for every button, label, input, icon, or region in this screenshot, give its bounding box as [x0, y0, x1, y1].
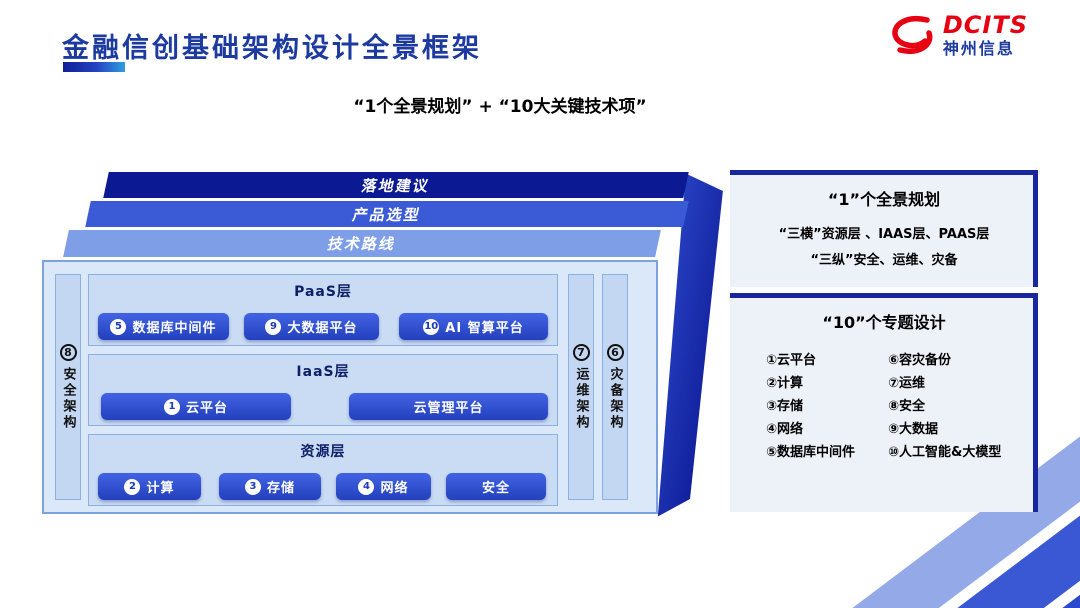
- btn-label: 安全: [481, 481, 510, 496]
- circled-number-10: 10: [423, 318, 440, 335]
- stack-bar-landing-advice: 落地建议: [103, 172, 689, 198]
- strip-label: 运维架构: [573, 366, 589, 431]
- stack-bar-tech-route: 技术路线: [63, 230, 661, 257]
- panel-title: “1”个全景规划: [827, 190, 941, 209]
- logo-text: DCITS 神州信息: [943, 12, 1028, 58]
- section-title: PaaS层: [294, 284, 352, 300]
- circled-number-4: 4: [358, 478, 375, 495]
- topic-item: ⑩人工智能&大模型: [888, 445, 1002, 460]
- strip-security-architecture: 8 安全架构: [55, 274, 81, 500]
- btn-label: 云平台: [185, 401, 228, 416]
- btn-database-middleware: 5 数据库中间件: [98, 313, 229, 340]
- topic-item: ①云平台: [766, 353, 817, 368]
- topic-item: ⑨大数据: [888, 422, 939, 437]
- section-paas-layer: PaaS层 5 数据库中间件 9 大数据平台 10 AI 智算平台: [88, 274, 558, 346]
- planning-line: “三横”资源层 、IAAS层、PAAS层: [778, 227, 990, 242]
- strip-label: 灾备架构: [607, 366, 623, 431]
- section-title: 资源层: [300, 444, 346, 460]
- btn-label: 网络: [380, 481, 409, 496]
- circled-number-7: 7: [572, 343, 590, 361]
- dcits-logo-icon: [892, 16, 933, 54]
- btn-label: 云管理平台: [413, 401, 484, 416]
- btn-network: 4 网络: [336, 473, 431, 500]
- topic-item: ⑦运维: [888, 376, 926, 391]
- company-name: 神州信息: [942, 39, 1015, 59]
- panel-title: “10”个专题设计: [822, 313, 946, 332]
- btn-label: 计算: [146, 481, 175, 496]
- panel-planning: “1”个全景规划 “三横”资源层 、IAAS层、PAAS层 “三纵”安全、运维、…: [730, 170, 1038, 287]
- panel-right-accent: [1033, 293, 1038, 512]
- topics-list: ①云平台 ②计算 ③存储 ④网络 ⑤数据库中间件 ⑥容灾备份 ⑦运维 ⑧安全 ⑨…: [730, 333, 1038, 464]
- subtitle: “1个全景规划” + “10大关键技术项”: [353, 97, 647, 117]
- circled-number-3: 3: [244, 478, 261, 495]
- title-underline: [63, 62, 125, 72]
- brand-name: DCITS: [942, 11, 1028, 39]
- topics-column-2: ⑥容灾备份 ⑦运维 ⑧安全 ⑨大数据 ⑩人工智能&大模型: [888, 349, 1001, 464]
- strip-ops-architecture: 7 运维架构: [568, 274, 594, 500]
- btn-label: 数据库中间件: [132, 321, 217, 336]
- topic-item: ⑧安全: [888, 399, 926, 414]
- circled-number-8: 8: [59, 343, 77, 361]
- btn-bigdata-platform: 9 大数据平台: [244, 313, 379, 340]
- btn-storage: 3 存储: [219, 473, 321, 500]
- section-iaas-layer: IaaS层 1 云平台 云管理平台: [88, 354, 558, 426]
- topic-item: ⑤数据库中间件: [766, 445, 856, 460]
- panel-body: “三横”资源层 、IAAS层、PAAS层 “三纵”安全、运维、灾备: [730, 222, 1038, 274]
- section-title: IaaS层: [296, 364, 350, 380]
- btn-cloud-management-platform: 云管理平台: [349, 393, 548, 420]
- btn-label: 大数据平台: [287, 321, 358, 336]
- btn-label: 存储: [266, 481, 295, 496]
- circled-number-5: 5: [110, 318, 127, 335]
- planning-line: “三纵”安全、运维、灾备: [810, 253, 958, 268]
- btn-label: AI 智算平台: [445, 321, 524, 336]
- topics-column-1: ①云平台 ②计算 ③存储 ④网络 ⑤数据库中间件: [766, 349, 888, 464]
- topic-item: ⑥容灾备份: [888, 353, 952, 368]
- circled-number-2: 2: [124, 478, 141, 495]
- page-title: 金融信创基础架构设计全景框架: [62, 33, 482, 64]
- btn-compute: 2 计算: [98, 473, 201, 500]
- btn-security: 安全: [446, 473, 546, 500]
- topic-item: ④网络: [766, 422, 804, 437]
- btn-ai-platform: 10 AI 智算平台: [399, 313, 548, 340]
- architecture-panel: 8 安全架构 PaaS层 5 数据库中间件 9 大数据平台 10 AI 智算平台…: [42, 260, 658, 514]
- circled-number-1: 1: [163, 398, 180, 415]
- strip-label: 安全架构: [60, 366, 76, 431]
- panel-right-accent: [1033, 170, 1038, 287]
- stack-bar-product-selection: 产品选型: [85, 201, 689, 227]
- section-resource-layer: 资源层 2 计算 3 存储 4 网络 安全: [88, 434, 558, 506]
- strip-disaster-recovery-architecture: 6 灾备架构: [602, 274, 628, 500]
- panel-topics: “10”个专题设计 ①云平台 ②计算 ③存储 ④网络 ⑤数据库中间件 ⑥容灾备份…: [730, 293, 1038, 512]
- brand-logo: DCITS 神州信息: [887, 12, 1028, 58]
- btn-cloud-platform: 1 云平台: [101, 393, 291, 420]
- topic-item: ③存储: [766, 399, 804, 414]
- topic-item: ②计算: [766, 376, 804, 391]
- circled-number-9: 9: [265, 318, 282, 335]
- circled-number-6: 6: [606, 343, 624, 361]
